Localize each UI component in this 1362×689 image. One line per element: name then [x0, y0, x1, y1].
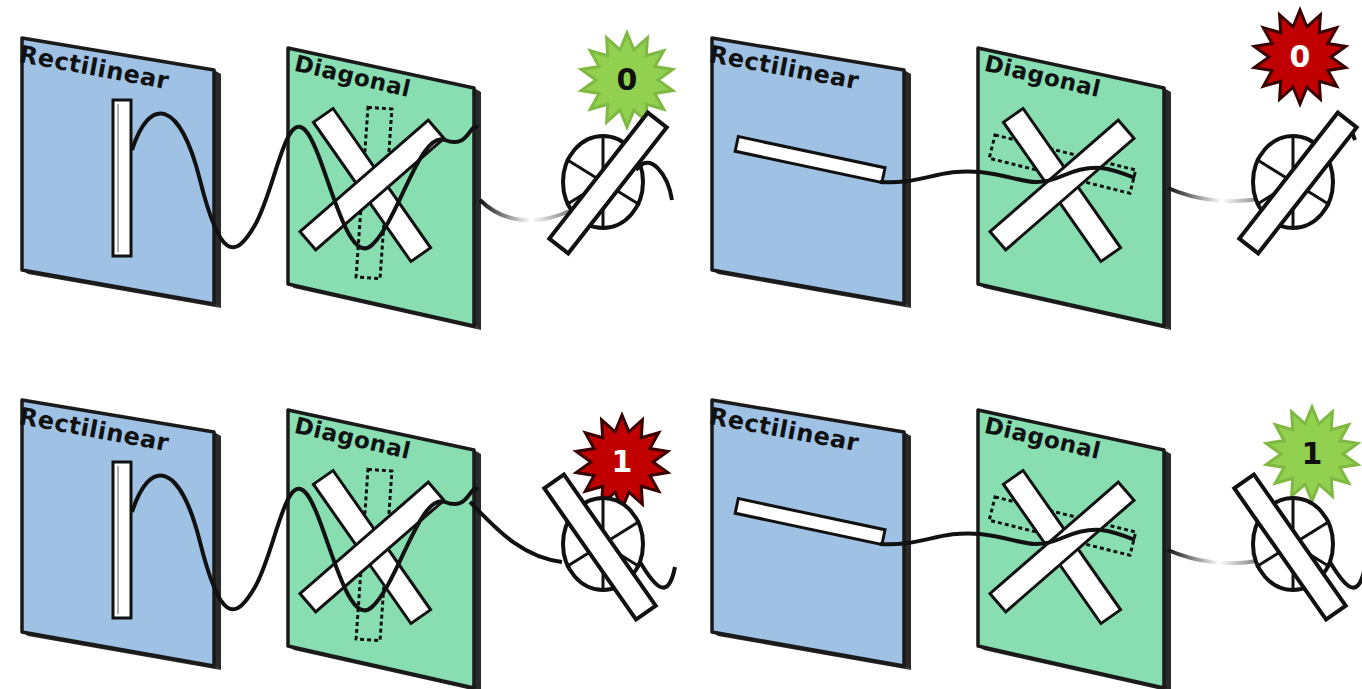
horizontal-slit — [735, 499, 885, 545]
photon-wave — [880, 168, 1135, 183]
diagonal-filter: Diagonal — [974, 44, 1179, 342]
rectilinear-filter: Rectilinear — [18, 396, 228, 684]
photon-wave — [470, 502, 562, 562]
detector-wheel — [1253, 498, 1333, 590]
photon-wave — [640, 562, 675, 588]
quadrant — [735, 108, 1357, 261]
quadrant — [113, 462, 675, 641]
vertical-slit — [113, 100, 131, 256]
panel-face — [978, 410, 1164, 688]
detector-bar — [549, 113, 666, 254]
result-starburst: 0 — [1250, 7, 1350, 107]
rectilinear-filter: Rectilinear — [708, 34, 918, 322]
diagonal-slits — [300, 470, 444, 623]
detector-bar — [1234, 475, 1345, 620]
rectilinear-filter: Rectilinear — [708, 396, 918, 684]
detector-bar — [544, 475, 655, 620]
dotted-vertical-slit — [356, 107, 392, 278]
photon-wave — [880, 530, 1135, 545]
photon-wave — [132, 114, 478, 249]
panel-face — [288, 410, 474, 688]
photon-wave — [1168, 188, 1265, 201]
result-starburst: 0 — [577, 30, 677, 130]
photon-wave — [1320, 122, 1355, 150]
panel-face — [288, 48, 474, 326]
panel-face — [978, 48, 1164, 326]
photon-wave — [132, 476, 478, 611]
result-starburst: 1 — [572, 412, 672, 512]
dotted-horizontal-slit — [989, 497, 1135, 555]
rectilinear-filter: Rectilinear — [18, 34, 228, 322]
dotted-horizontal-slit — [989, 135, 1135, 193]
diagonal-slits — [990, 470, 1134, 623]
photon-wave — [1168, 550, 1260, 563]
result-bit: 0 — [1250, 7, 1350, 107]
diagonal-slits — [990, 108, 1134, 261]
photon-wave — [636, 163, 672, 200]
photon-wave — [480, 200, 572, 220]
result-bit: 1 — [1262, 404, 1362, 504]
result-bit: 0 — [577, 30, 677, 130]
photon-wave — [1330, 562, 1362, 588]
diagonal-slits — [300, 108, 444, 261]
dotted-vertical-slit — [356, 469, 392, 640]
diagonal-filter: Diagonal — [284, 406, 489, 689]
vertical-slit — [113, 462, 131, 618]
quadrant — [113, 100, 672, 279]
diagonal-filter: Diagonal — [284, 44, 489, 342]
horizontal-slit — [735, 137, 885, 183]
detector-wheel — [1253, 136, 1333, 228]
detector-wheel — [563, 136, 643, 228]
diagonal-filter: Diagonal — [974, 406, 1179, 689]
detector-bar — [1239, 113, 1356, 254]
detector-wheel — [563, 498, 643, 590]
result-starburst: 1 — [1262, 404, 1362, 504]
quadrant — [735, 470, 1362, 623]
result-bit: 1 — [572, 412, 672, 512]
